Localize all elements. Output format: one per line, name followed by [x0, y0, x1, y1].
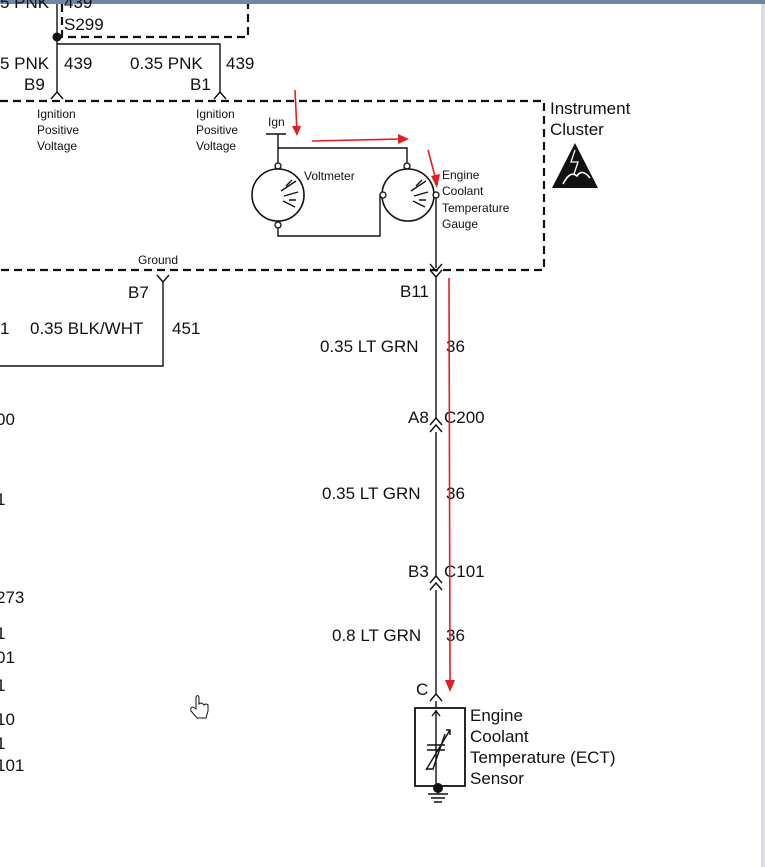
cluster-title-line-2: Cluster: [550, 120, 604, 139]
sensor-label-line-2: Coolant: [470, 727, 529, 746]
c101-pin: B3: [408, 562, 429, 581]
c200-label: C200: [444, 408, 485, 427]
wire-2-circuit: 36: [446, 484, 465, 503]
splice-box-outline: [60, 4, 250, 39]
top-left-wire-fragment: 5 PNK: [0, 0, 50, 12]
ground-label: Ground: [138, 253, 178, 267]
b9-terminal: [50, 90, 64, 100]
wire-3-circuit: 36: [446, 626, 465, 645]
left-fragment-4: 1: [0, 624, 5, 643]
left-feed-gauge: 5 PNK: [0, 54, 50, 73]
c200-connector: [429, 416, 443, 433]
top-circuit-number: 439: [64, 0, 92, 12]
left-fragment-0: 1: [0, 319, 9, 338]
c101-label: C101: [444, 562, 485, 581]
sensor-label-line-1: Engine: [470, 706, 523, 725]
left-feed-circuit: 439: [64, 54, 92, 73]
b11-terminal: [429, 263, 443, 279]
sensor-terminal: [429, 692, 443, 708]
voltmeter-terminal-top: [274, 162, 282, 170]
ign-label: Ign: [268, 115, 285, 129]
left-fragment-1: 00: [0, 410, 15, 429]
gauge-label-line-2: Coolant: [442, 184, 484, 198]
gauge-terminal-left: [379, 191, 387, 199]
left-fragment-5: 01: [0, 648, 15, 667]
ground-terminal: [0, 274, 170, 367]
gauge-terminal-right: [432, 191, 440, 199]
gauge-label-line-3: Temperature: [442, 201, 510, 215]
scrollbar-edge[interactable]: [761, 4, 765, 867]
right-function-line-3: Voltage: [196, 139, 236, 153]
voltmeter-symbol: [251, 168, 305, 222]
right-feed-circuit: 439: [226, 54, 254, 73]
window-title-bar: [0, 0, 765, 4]
ground-wire-gauge: 0.35 BLK/WHT: [30, 319, 143, 338]
left-fragment-3: 273: [0, 588, 24, 607]
left-fragment-7: 10: [0, 710, 15, 729]
b1-terminal: [213, 90, 227, 100]
sensor-label-line-4: Sensor: [470, 769, 524, 788]
left-function-line-2: Positive: [37, 123, 79, 137]
b11-pin-label: B11: [400, 282, 429, 301]
cluster-outline: [0, 99, 546, 272]
esd-sensitive-icon: [552, 143, 598, 188]
voltmeter-terminal-bottom: [274, 221, 282, 229]
wire-2-gauge: 0.35 LT GRN: [322, 484, 421, 503]
ect-sensor-symbol: [414, 707, 466, 803]
gauge-label-line-4: Gauge: [442, 217, 478, 231]
right-feed-gauge: 0.35 PNK: [130, 54, 203, 73]
red-annotation-arrows: [292, 89, 455, 692]
gauge-label-line-1: Engine: [442, 168, 480, 182]
hand-pointer-icon: [190, 695, 209, 719]
left-fragment-8: 1: [0, 734, 5, 753]
ground-wire-circuit: 451: [172, 319, 200, 338]
ground-pin: B7: [128, 283, 149, 302]
right-function-line-1: Ignition: [196, 107, 235, 121]
sensor-pin-label: C: [416, 680, 428, 699]
wire-1-circuit: 36: [446, 337, 465, 356]
left-function-line-3: Voltage: [37, 139, 77, 153]
wire-3-gauge: 0.8 LT GRN: [332, 626, 421, 645]
splice-label: S299: [64, 15, 104, 34]
ign-feed: [266, 133, 408, 166]
wire-1-gauge: 0.35 LT GRN: [320, 337, 419, 356]
sensor-label-line-3: Temperature (ECT): [470, 748, 615, 767]
left-feed-pin: B9: [24, 75, 45, 94]
left-function-line-1: Ignition: [37, 107, 76, 121]
coolant-gauge-symbol: [381, 168, 435, 222]
voltmeter-label: Voltmeter: [304, 169, 355, 183]
feed-wires: [56, 4, 221, 92]
left-fragment-6: 1: [0, 676, 5, 695]
right-function-line-2: Positive: [196, 123, 238, 137]
c200-pin: A8: [408, 408, 429, 427]
gauge-terminal-top: [403, 162, 411, 170]
left-fragment-2: 1: [0, 490, 5, 509]
cluster-title-line-1: Instrument: [550, 99, 631, 118]
left-fragment-9: 101: [0, 756, 24, 775]
right-feed-pin: B1: [190, 75, 211, 94]
c101-connector: [429, 574, 443, 591]
